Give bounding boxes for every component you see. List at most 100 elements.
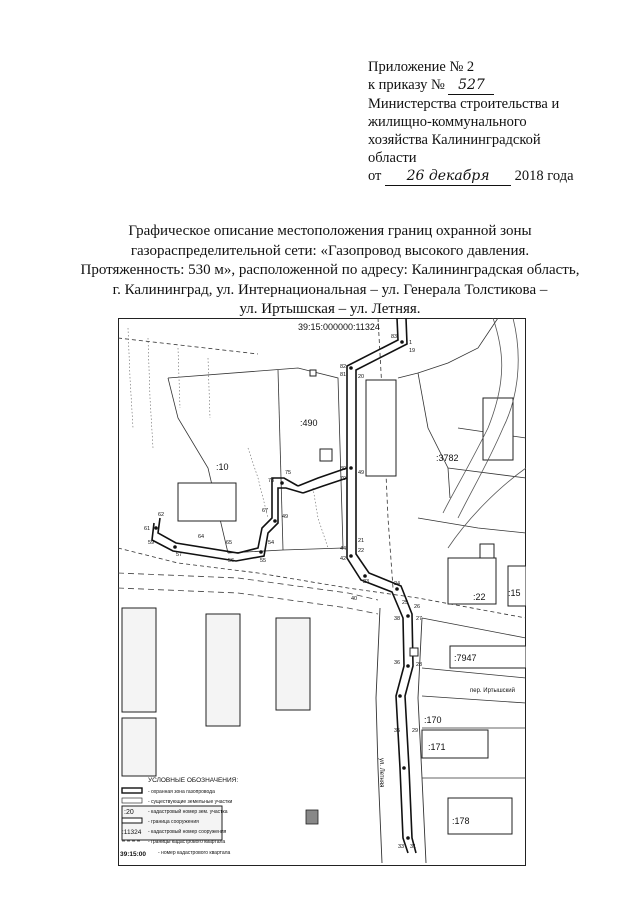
order-number-handwritten: 527	[448, 76, 495, 95]
quarter-label-top: 39:15:000000:11324	[298, 322, 380, 332]
parcel-label: :171	[428, 742, 446, 752]
title-line: Протяженность: 530 м», расположенной по …	[80, 262, 580, 278]
order-prefix: к приказу №	[368, 77, 445, 93]
point-number-labels: 1 19 83 82 20 81 80 79 49 44 21 22 42 23…	[144, 334, 422, 850]
appendix-line: хозяйства Калининградской	[368, 132, 541, 148]
legend-title: УСЛОВНЫЕ ОБОЗНАЧЕНИЯ:	[148, 777, 238, 784]
point-label: 33	[398, 844, 404, 850]
point-label: 40	[351, 596, 357, 602]
point-label: 81	[340, 372, 346, 378]
legend-text: - охранная зона газопровода	[148, 789, 215, 795]
parcel-label: :15	[508, 588, 521, 598]
lower-right-parcels	[421, 617, 526, 779]
point-label: 31	[410, 844, 416, 850]
point-label: 79	[340, 476, 346, 482]
point-label: 1	[409, 340, 412, 346]
date-suffix: 2018 года	[514, 168, 574, 184]
upper-buildings	[177, 369, 514, 522]
map-legend: УСЛОВНЫЕ ОБОЗНАЧЕНИЯ: - охранная зона га…	[120, 777, 238, 858]
point-label: 54	[268, 540, 274, 546]
quarter-boundary	[118, 318, 526, 619]
point-label: 73	[268, 478, 274, 484]
legend-symbol-parcel-no: :20	[124, 809, 134, 816]
letnyaya-street	[375, 607, 427, 864]
date-handwritten: 26 декабря	[406, 168, 490, 184]
point-label: 21	[358, 538, 364, 544]
point-label: 61	[144, 526, 150, 532]
point-label: 35	[394, 728, 400, 734]
point-label: 65	[226, 540, 232, 546]
point-label: 56	[228, 558, 234, 564]
gas-pipeline-zone	[151, 318, 417, 854]
legend-symbol-zone	[121, 787, 143, 794]
legend-text: - существующие земельные участки	[148, 799, 233, 805]
legend-symbol-quarter-no: 39:15:00	[120, 851, 146, 858]
parcel-label: :10	[216, 462, 229, 472]
date-line: от 26 декабря 2018 года	[368, 167, 628, 186]
appendix-line: жилищно-коммунального	[368, 114, 527, 130]
legend-symbol-structure	[121, 817, 143, 824]
small-structure	[305, 809, 319, 825]
parcel-label: :170	[424, 715, 442, 725]
document-title: Графическое описание местоположения гран…	[60, 222, 600, 320]
point-label: 59	[148, 540, 154, 546]
dotted-divisions	[127, 327, 329, 549]
point-label: 64	[198, 534, 204, 540]
point-label: 75	[285, 470, 291, 476]
legend-text: - границы кадастрового квартала	[148, 839, 225, 845]
point-label: 28	[416, 662, 422, 668]
date-prefix: от	[368, 168, 382, 184]
street-label: ул. Летняя	[378, 758, 384, 787]
point-label: 42	[340, 556, 346, 562]
point-label: 29	[412, 728, 418, 734]
point-label: 38	[394, 616, 400, 622]
order-line: к приказу № 527	[368, 76, 628, 95]
cadastral-map: 39:15:000000:11324 :490 :10 :3782 :22 :1…	[118, 318, 526, 866]
map-svg: 39:15:000000:11324 :490 :10 :3782 :22 :1…	[118, 318, 526, 866]
lower-apartment-blocks	[121, 607, 311, 841]
legend-symbol-parcel	[121, 797, 143, 804]
title-line: ул. Иртышская – ул. Летняя.	[239, 301, 421, 317]
date-handwritten-field: 26 декабря	[385, 167, 512, 186]
lower-right-buildings	[409, 543, 526, 835]
appendix-line: Министерства строительства и	[368, 96, 560, 112]
point-label: 36	[394, 660, 400, 666]
point-label: 25	[402, 600, 408, 606]
parcel-label: :178	[452, 816, 470, 826]
point-label: 20	[358, 374, 364, 380]
street-label: пер. Иртышский	[470, 687, 515, 694]
point-label: 67	[262, 508, 268, 514]
parcel-labels: 39:15:000000:11324 :490 :10 :3782 :22 :1…	[216, 322, 521, 826]
appendix-block: Приложение № 2 к приказу № 527 Министерс…	[368, 58, 628, 186]
appendix-line: Приложение № 2	[368, 59, 475, 75]
point-label: 49	[282, 514, 288, 520]
point-label: 23	[363, 579, 369, 585]
point-label: 44	[340, 546, 346, 552]
title-line: г. Калининград, ул. Интернациональная – …	[112, 281, 548, 298]
point-label: 82	[340, 364, 346, 370]
title-line: газораспределительной сети: «Газопровод …	[130, 242, 530, 259]
point-label: 83	[391, 334, 397, 340]
parcel-label: :490	[300, 418, 318, 428]
legend-text: - номер кадастрового квартала	[158, 850, 231, 856]
legend-text: - граница сооружения	[148, 819, 199, 825]
point-label: 19	[409, 348, 415, 354]
point-label: 26	[414, 604, 420, 610]
pipeline-points	[154, 340, 410, 840]
road-top-right	[442, 318, 526, 549]
point-label: 49	[358, 470, 364, 476]
parcel-label: :22	[473, 592, 486, 602]
parcel-label: :7947	[454, 653, 477, 663]
legend-text: - кадастровый номер зем. участка	[148, 808, 228, 815]
point-label: 22	[358, 548, 364, 554]
point-label: 24	[394, 581, 400, 587]
point-label: 27	[416, 616, 422, 622]
legend-text: - кадастровый номер сооружения	[148, 828, 227, 835]
parcel-label: :3782	[436, 453, 459, 463]
point-label: 57	[176, 552, 182, 558]
title-line: Графическое описание местоположения гран…	[128, 223, 532, 239]
street-corridor	[118, 572, 379, 615]
appendix-line: области	[368, 150, 417, 166]
point-label: 55	[260, 558, 266, 564]
point-label: 80	[340, 466, 346, 472]
